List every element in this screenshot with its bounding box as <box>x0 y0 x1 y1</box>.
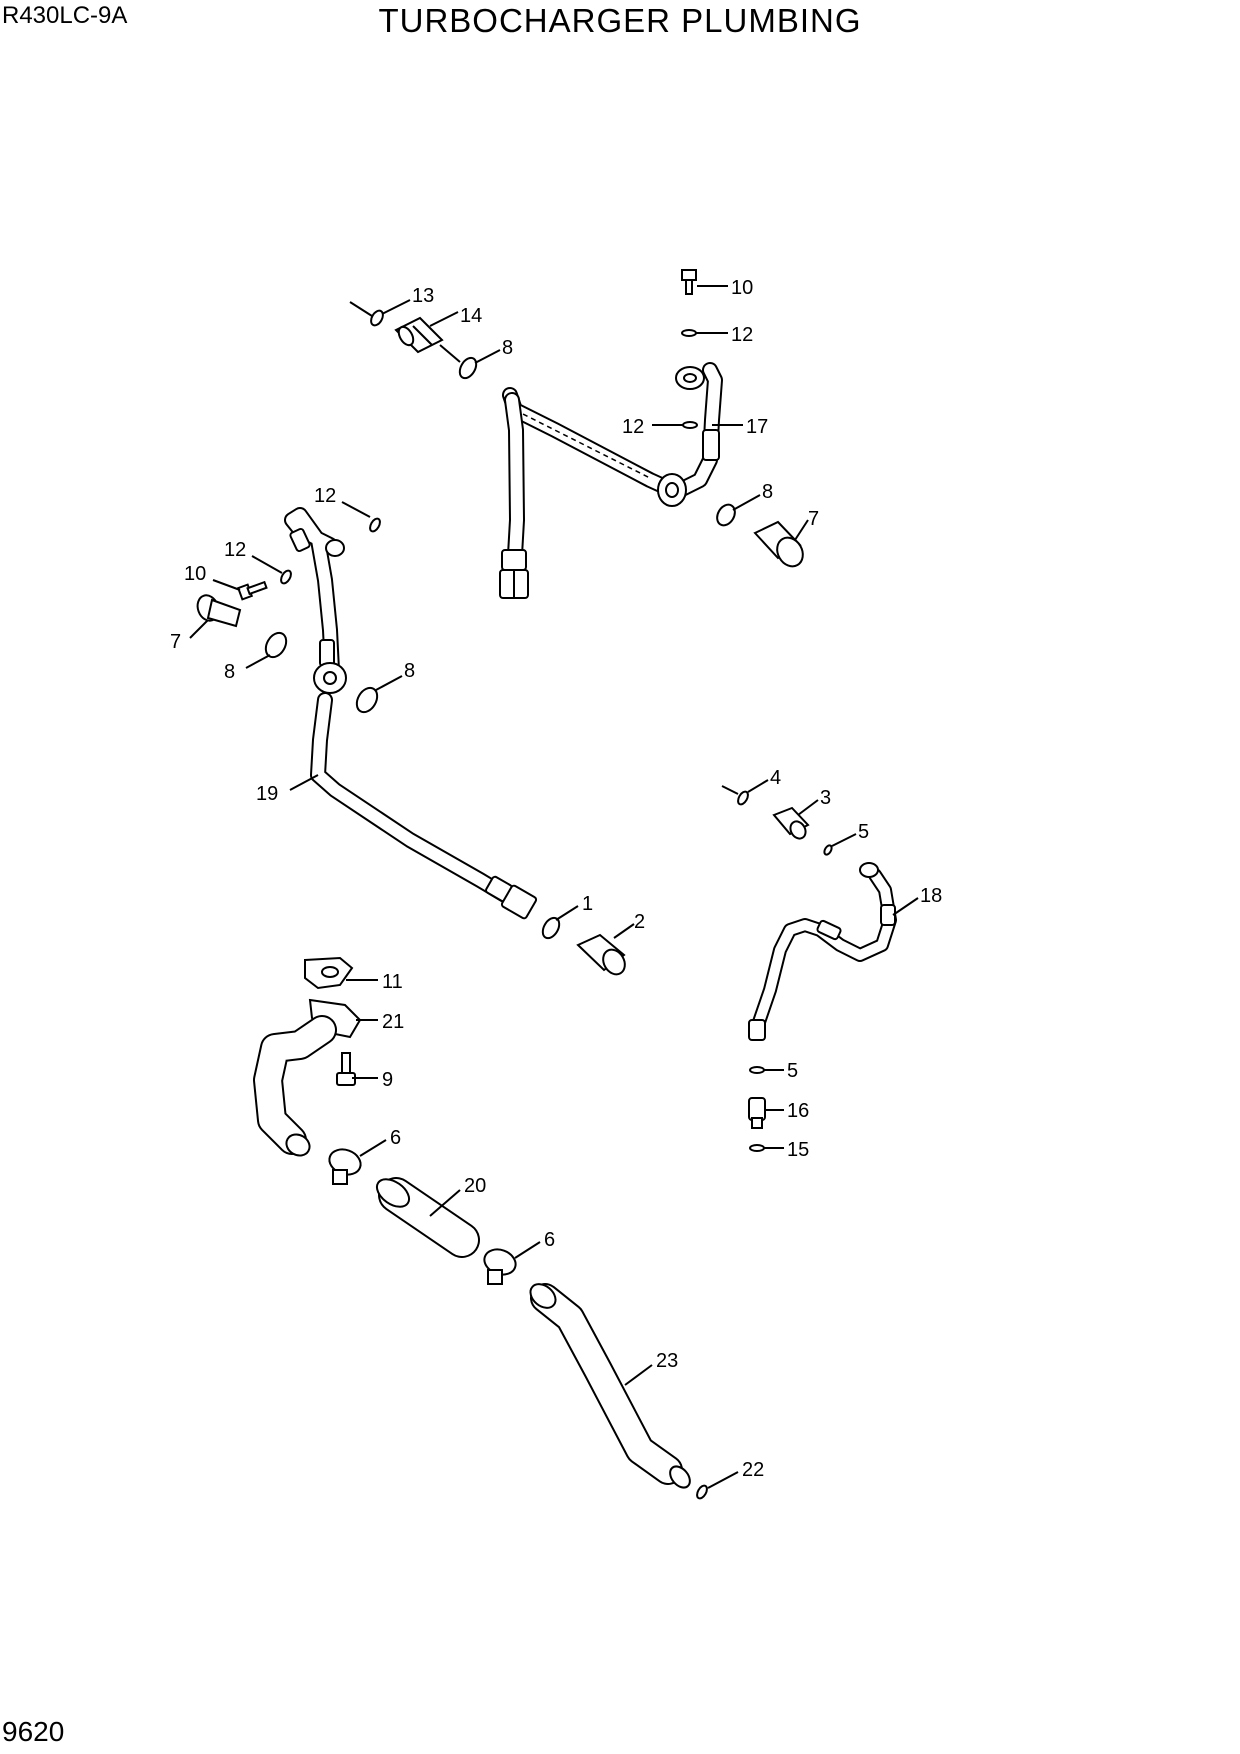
part-11-gasket <box>304 956 354 990</box>
part-10-bolt-left <box>236 580 268 601</box>
callout-7-left: 7 <box>170 631 181 653</box>
part-21-flange-tube <box>253 998 362 1157</box>
drain-tube-assembly <box>748 862 897 1041</box>
callout-8-right: 8 <box>762 481 773 503</box>
part-10-bolt <box>681 269 697 295</box>
callout-13: 13 <box>412 285 434 307</box>
callout-10-left: 10 <box>184 563 206 585</box>
part-12-washer-left-top <box>369 517 381 533</box>
callout-9: 9 <box>382 1069 393 1091</box>
callout-17: 17 <box>746 416 768 438</box>
callout-7-right: 7 <box>808 508 819 530</box>
part-6-clamp-upper <box>328 1148 362 1185</box>
callout-18: 18 <box>920 885 942 907</box>
callout-8-left-b: 8 <box>404 660 415 682</box>
part-5-oring-bottom <box>749 1066 765 1074</box>
part-22-oring <box>696 1484 708 1500</box>
callout-11: 11 <box>382 971 403 993</box>
callout-8-left-a: 8 <box>224 661 235 683</box>
callout-22: 22 <box>742 1459 764 1481</box>
callout-12-left-mid: 12 <box>224 539 246 561</box>
callout-12-left-top: 12 <box>314 485 336 507</box>
part-6-clamp-lower <box>483 1248 517 1285</box>
part-9-bolt <box>336 1052 356 1086</box>
callout-20: 20 <box>464 1175 486 1197</box>
callout-6-upper: 6 <box>390 1127 401 1149</box>
callout-labels: 13 14 8 10 12 12 17 8 7 12 12 10 7 8 8 1… <box>170 277 942 1481</box>
callout-21: 21 <box>382 1011 404 1033</box>
part-4-oring <box>721 785 749 806</box>
callout-15: 15 <box>787 1139 809 1161</box>
part-20-hose <box>375 1177 480 1258</box>
callout-16: 16 <box>787 1100 809 1122</box>
page-title: TURBOCHARGER PLUMBING <box>378 2 862 39</box>
oil-return-tube-assembly <box>284 507 538 920</box>
part-12-washer-mid <box>682 421 698 429</box>
callout-12-top: 12 <box>731 324 753 346</box>
part-13-oring <box>349 301 384 327</box>
oil-feed-tube-assembly <box>499 362 723 599</box>
callout-12-mid: 12 <box>622 416 644 438</box>
callout-8-top: 8 <box>502 337 513 359</box>
part-2-adapter <box>576 933 626 976</box>
part-12-washer-top <box>681 329 697 337</box>
part-8-washer <box>458 356 478 380</box>
part-8-washer-left <box>264 631 288 659</box>
callout-5-bottom: 5 <box>787 1060 798 1082</box>
callout-4: 4 <box>770 767 781 789</box>
part-15-oring <box>749 1144 765 1152</box>
part-8-washer-left-b <box>355 686 379 714</box>
part-5-oring-top <box>823 844 833 856</box>
part-16-adapter <box>748 1097 766 1129</box>
part-3-fitting <box>772 806 810 840</box>
part-7-banjo-bolt <box>753 520 804 568</box>
callout-5-top: 5 <box>858 821 869 843</box>
part-8-washer-right <box>716 503 736 527</box>
model-code: R430LC-9A <box>2 2 128 29</box>
callout-6-lower: 6 <box>544 1229 555 1251</box>
callout-23: 23 <box>656 1350 678 1372</box>
part-14-fitting <box>394 316 461 363</box>
callout-1: 1 <box>582 893 593 915</box>
part-7-banjo-bolt-left <box>196 594 242 628</box>
page-number: 9620 <box>2 1716 65 1747</box>
leader-lines <box>189 285 919 1489</box>
callout-14: 14 <box>460 305 482 327</box>
part-1-oring <box>541 916 561 940</box>
callout-10-top: 10 <box>731 277 753 299</box>
part-12-washer-left-mid <box>280 569 292 585</box>
part-23-tube <box>529 1283 691 1489</box>
callout-2: 2 <box>634 911 645 933</box>
callout-3: 3 <box>820 787 831 809</box>
callout-19: 19 <box>256 783 278 805</box>
